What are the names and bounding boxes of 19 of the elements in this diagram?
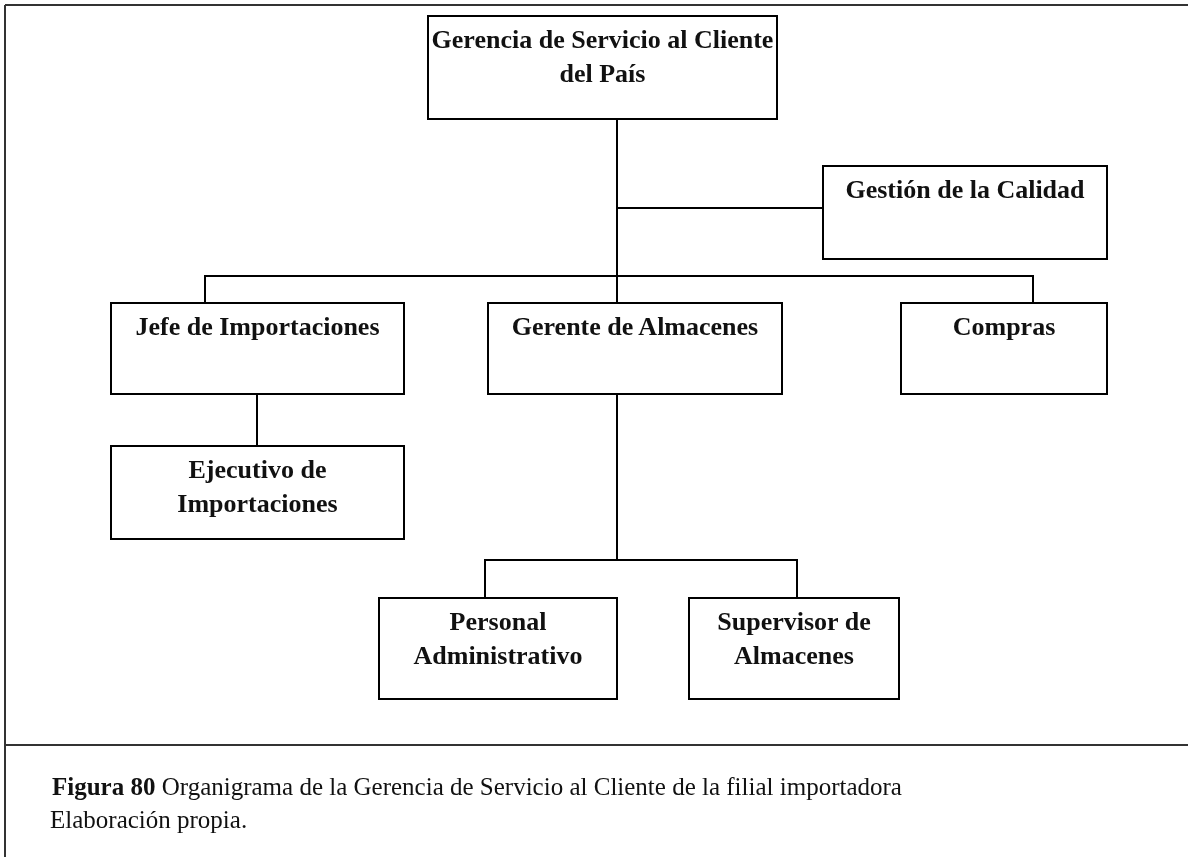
org-box (110, 445, 405, 540)
org-box (688, 597, 900, 700)
figure-caption: Figura 80 Organigrama de la Gerencia de Servicio al Cliente de la filial importadora (52, 772, 903, 802)
box-title: Gestión de la Calidad (845, 174, 1085, 206)
org-box (427, 15, 778, 120)
org-box (378, 597, 618, 700)
box-title: Gerencia de Servicio al Cliente del País (430, 24, 775, 90)
org-box (110, 302, 405, 395)
box-title: Ejecutivo de Importaciones (176, 454, 339, 520)
box-title: Gerente de Almacenes (511, 311, 759, 343)
box-title: Supervisor de Almacenes (716, 606, 872, 672)
org-box (900, 302, 1108, 395)
box-title: Personal Administrativo (412, 606, 584, 672)
org-box (822, 165, 1108, 260)
box-title: Jefe de Importaciones (135, 311, 380, 343)
org-box (487, 302, 783, 395)
source-note: Elaboración propia. (50, 806, 248, 834)
connector-line (256, 394, 258, 446)
box-title: Compras (952, 311, 1056, 343)
